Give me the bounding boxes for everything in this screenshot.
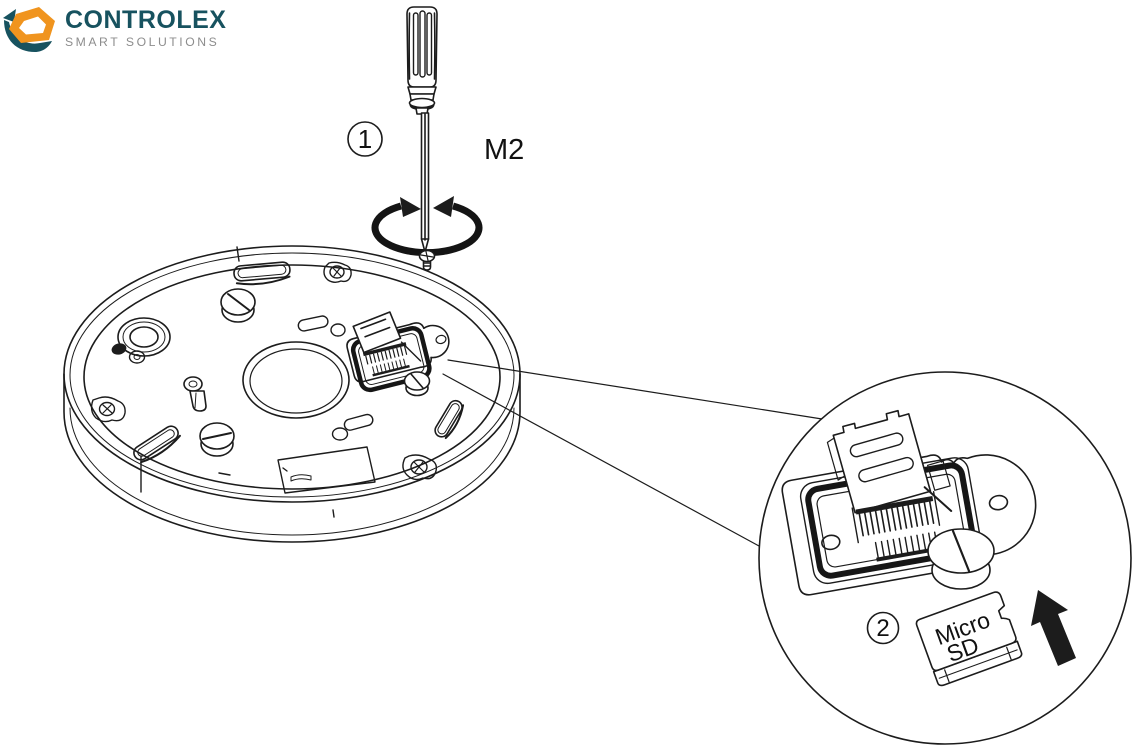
sd-slot-assembly: [346, 311, 450, 393]
m2-screw-icon: [418, 249, 436, 271]
screw-spec-label: M2: [484, 134, 524, 166]
base-screw-top: [220, 288, 256, 323]
screwdriver-icon: [406, 6, 438, 253]
micro-sd-card-icon: Micro SD: [915, 591, 1023, 687]
step-1-number: 1: [358, 124, 372, 154]
round-hole-bottom: [331, 427, 349, 441]
mounting-slot-right: [434, 399, 465, 440]
device-base: [63, 245, 521, 543]
small-ring-hole: [128, 350, 146, 364]
rim-screw-pocket-bottom-right: [402, 454, 438, 481]
detail-sd-slot: [781, 409, 1037, 596]
base-screw-bottom: [199, 422, 235, 457]
detail-leader-lines: [442, 359, 823, 547]
bean-slot-bottom: [343, 413, 374, 431]
hole-dot: [111, 343, 127, 355]
logo: CONTROLEX SMART SOLUTIONS: [2, 2, 226, 56]
bean-slot-top: [297, 315, 329, 332]
base-center-hole: [242, 341, 350, 419]
step-2-number: 2: [876, 615, 889, 642]
cable-grommet-icon: [117, 317, 171, 357]
logo-text: CONTROLEX SMART SOLUTIONS: [65, 2, 227, 49]
step-1-badge: 1: [347, 121, 383, 157]
logo-hexagon-icon: [3, 7, 55, 52]
rim-screw-pocket-left: [90, 396, 126, 423]
insert-direction-arrow-icon: [1031, 590, 1076, 666]
detail-view: 2 Micro SD: [758, 371, 1132, 745]
mounting-slot-top: [233, 261, 291, 286]
round-hole-top: [330, 323, 346, 337]
rim-screw-pocket-top-right: [323, 261, 352, 283]
step-2-badge: 2: [866, 611, 900, 645]
brand-name: CONTROLEX: [65, 6, 227, 34]
mounting-slot-left: [133, 425, 181, 464]
brand-tagline: SMART SOLUTIONS: [65, 35, 220, 49]
base-thumbscrew-icon: [403, 371, 431, 397]
locating-peg-icon: [183, 376, 207, 412]
detail-thumbscrew-icon: [927, 528, 995, 590]
label-recess: [277, 446, 376, 494]
